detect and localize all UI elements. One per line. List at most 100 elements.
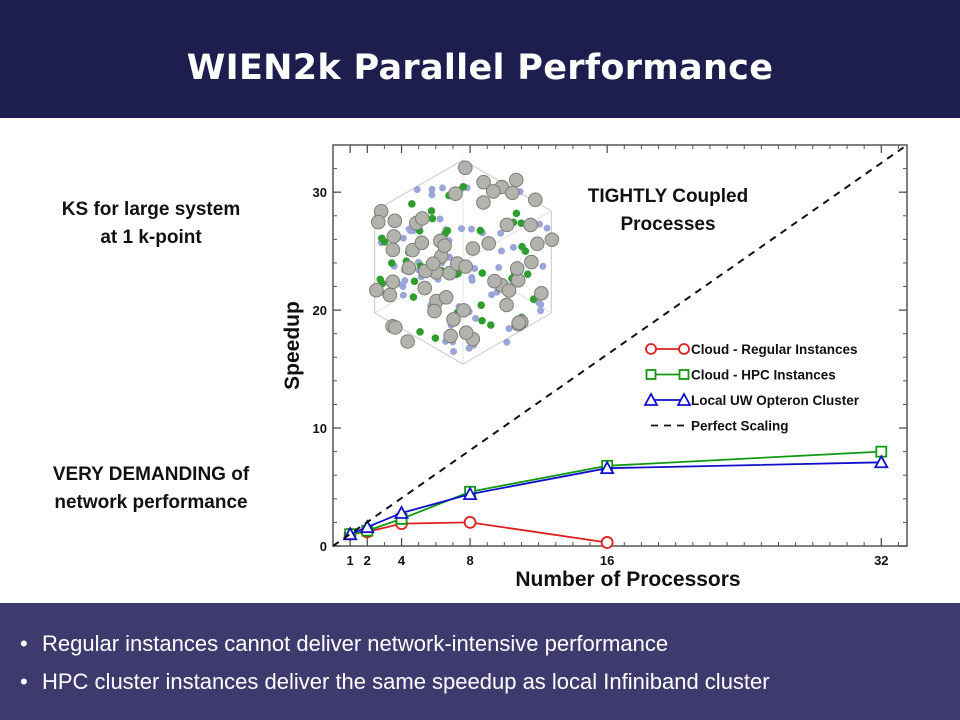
y-tick-label: 0	[320, 539, 327, 554]
crystal-atom-small	[436, 215, 444, 223]
crystal-atom-green	[431, 334, 440, 342]
crystal-atom-large	[448, 186, 463, 201]
crystal-atom-small	[497, 247, 505, 255]
crystal-atom-large	[386, 229, 402, 244]
crystal-atom-large	[438, 289, 454, 305]
crystal-atom-green	[387, 259, 396, 267]
crystal-atom-small	[495, 264, 503, 272]
crystal-atom-small	[450, 347, 458, 355]
note-network-demanding: VERY DEMANDING of network performance	[18, 461, 284, 517]
data-point-regular	[600, 536, 614, 549]
x-tick-label: 1	[347, 553, 354, 568]
annotation-line-1: TIGHTLY Coupled	[588, 186, 748, 207]
crystal-atom-large	[385, 242, 401, 258]
crystal-atom-large	[524, 254, 539, 270]
note-large-system-line-1: KS for large system	[61, 199, 241, 220]
crystal-atom-large	[499, 297, 514, 313]
crystal-atom-green	[376, 275, 385, 284]
crystal-atom-small	[497, 229, 505, 237]
crystal-atom-green	[487, 321, 495, 329]
crystal-atom-large	[443, 328, 458, 344]
crystal-atom-small	[401, 277, 409, 285]
crystal-atom-large	[504, 185, 520, 201]
crystal-atom-large	[385, 274, 401, 290]
crystal-atom-green	[476, 226, 485, 235]
crystal-atom-large	[487, 273, 502, 289]
footer-bullet-regular: • Regular instances cannot deliver networ…	[20, 625, 770, 663]
bullet-icon: •	[20, 669, 28, 694]
data-point-local	[599, 460, 615, 475]
crystal-atom-green	[478, 269, 487, 277]
crystal-atom-green	[478, 316, 486, 325]
y-tick-label: 20	[313, 303, 327, 318]
legend-marker	[678, 369, 690, 380]
data-point-local	[873, 454, 889, 469]
crystal-atom-large	[476, 174, 491, 190]
note-large-system: KS for large system at 1 k-point	[18, 196, 284, 252]
crystal-atom-green	[477, 301, 486, 309]
note-network-line-1: VERY DEMANDING of	[52, 464, 250, 485]
crystal-atom-small	[458, 225, 466, 233]
x-axis-label: Number of Processors	[515, 568, 740, 591]
crystal-atom-small	[472, 314, 480, 322]
crystal-atom-small	[539, 262, 547, 270]
footer-panel: • Regular instances cannot deliver networ…	[0, 603, 960, 720]
crystal-atom-small	[399, 291, 407, 299]
crystal-atom-large	[511, 315, 527, 331]
crystal-atom-small	[537, 300, 545, 308]
crystal-atom-green	[518, 242, 526, 251]
footer-bullet-hpc: •HPC cluster instances deliver the same …	[20, 663, 770, 701]
crystal-structure-image	[369, 159, 560, 365]
footer-bullet-regular-text: Regular instances cannot deliver network…	[42, 631, 669, 656]
legend-marker	[643, 392, 659, 406]
crystal-atom-small	[413, 185, 421, 193]
y-tick-label: 10	[313, 421, 327, 436]
crystal-atom-small	[509, 243, 517, 251]
note-network-line-2: network performance	[54, 492, 248, 513]
crystal-atom-green	[512, 209, 521, 218]
crystal-atom-large	[485, 184, 501, 199]
crystal-atom-large	[387, 320, 403, 335]
crystal-atom-large	[476, 195, 491, 210]
x-tick-label: 16	[600, 553, 614, 568]
x-tick-label: 8	[466, 553, 473, 568]
crystal-atom-green	[408, 200, 416, 208]
crystal-atom-large	[414, 235, 430, 251]
crystal-atom-large	[499, 217, 515, 233]
crystal-atom-small	[468, 225, 476, 233]
crystal-atom-green	[459, 183, 468, 191]
crystal-atom-large	[523, 217, 538, 233]
crystal-atom-green	[523, 270, 532, 278]
legend-entry-label: Cloud - Regular Instances	[691, 342, 858, 357]
crystal-atom-small	[428, 185, 436, 193]
data-point-local	[359, 519, 375, 534]
x-tick-label: 32	[874, 553, 888, 568]
crystal-atom-large	[417, 280, 433, 296]
legend-entry-label: Perfect Scaling	[691, 419, 789, 434]
footer-bullet-list: • Regular instances cannot deliver networ…	[20, 625, 770, 701]
legend-marker	[678, 343, 690, 355]
crystal-atom-small	[488, 291, 496, 299]
data-point-local	[462, 486, 478, 501]
data-point-local	[394, 505, 410, 519]
crystal-atom-green	[377, 234, 386, 243]
crystal-atom-large	[369, 282, 384, 298]
crystal-atom-small	[468, 274, 476, 282]
crystal-atom-green	[410, 277, 419, 286]
crystal-atom-large	[457, 160, 473, 176]
crystal-atom-large	[534, 286, 549, 301]
crystal-atom-large	[508, 172, 524, 188]
crystal-atom-large	[446, 312, 461, 327]
crystal-atom-large	[370, 214, 386, 230]
crystal-atom-large	[456, 303, 471, 318]
crystal-atom-large	[501, 283, 517, 298]
crystal-atom-small	[505, 324, 513, 332]
series-line-0	[349, 521, 608, 544]
crystal-atom-large	[437, 238, 452, 253]
bullet-icon: •	[20, 631, 28, 656]
crystal-atom-small	[399, 283, 407, 291]
x-tick-label: 4	[398, 553, 406, 568]
crystal-atom-large	[509, 261, 525, 276]
crystal-atom-large	[425, 256, 441, 271]
crystal-atom-small	[536, 307, 544, 315]
